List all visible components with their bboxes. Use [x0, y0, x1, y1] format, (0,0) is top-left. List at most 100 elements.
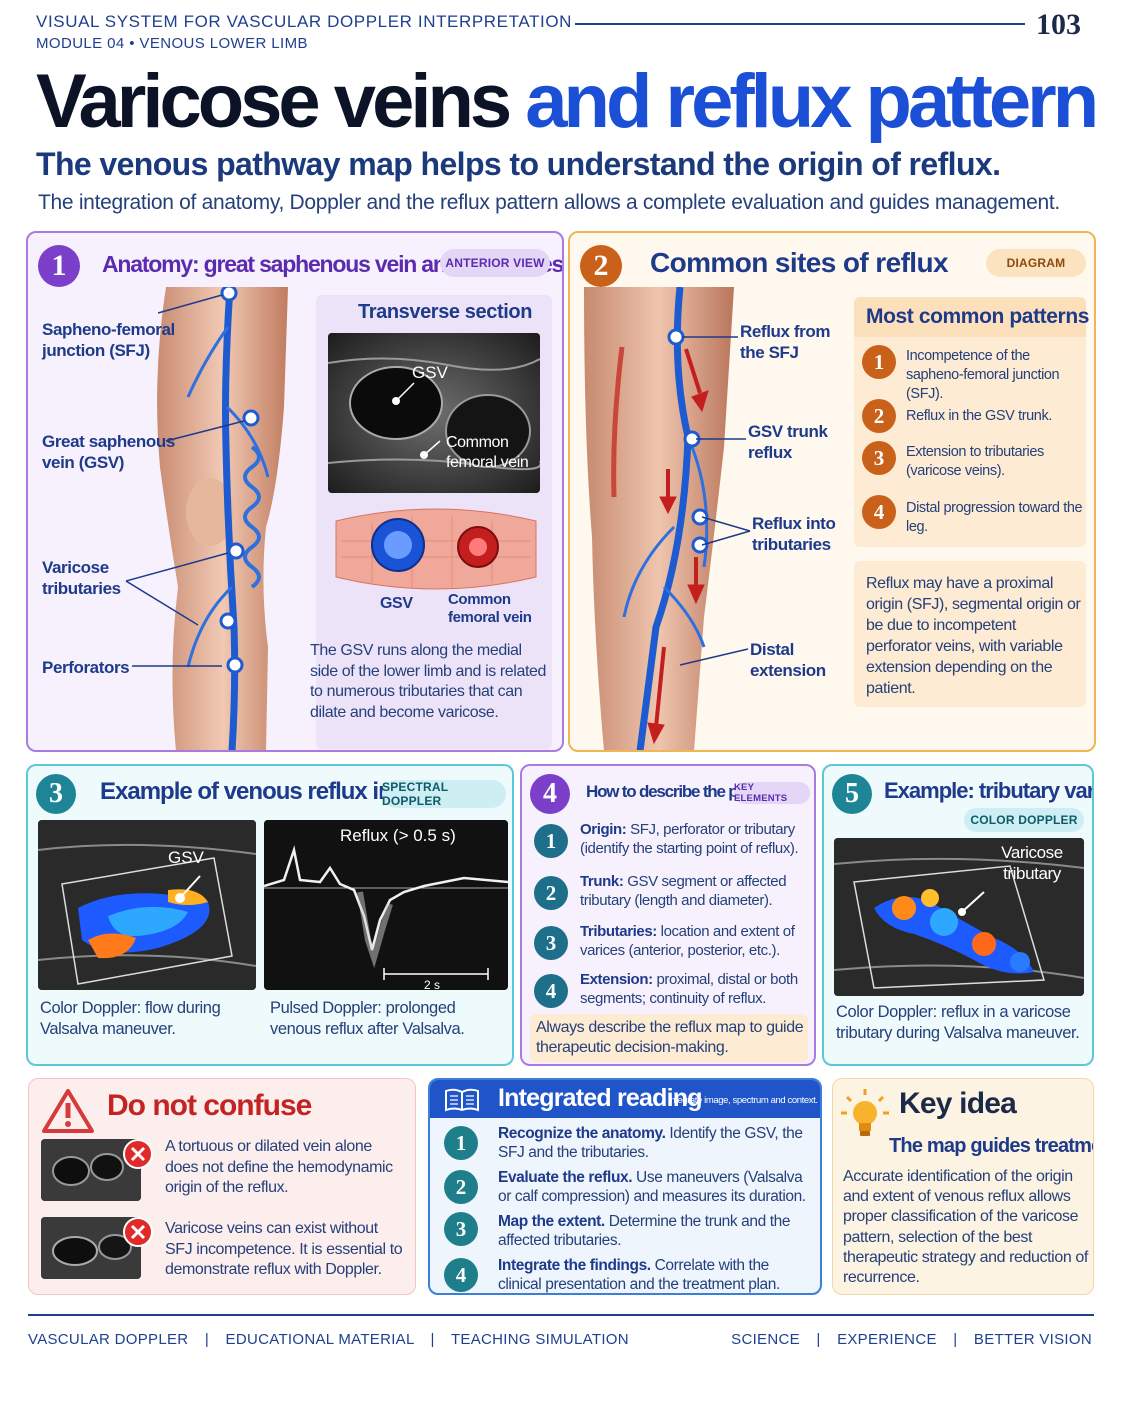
page-intro: The integration of anatomy, Doppler and … — [38, 191, 1060, 214]
element-text: Extension: proximal, distal or both segm… — [580, 971, 798, 1007]
describe-note: Always describe the reflux map to guide … — [536, 1019, 804, 1056]
element-number-badge: 3 — [534, 926, 568, 960]
pattern-text: Incompetence of the sapheno-femoral junc… — [906, 348, 1060, 402]
reflux-leader-lines — [679, 336, 751, 666]
diagram-cfv-label: Common femoral vein — [448, 591, 532, 626]
pattern-number-badge: 3 — [862, 441, 896, 475]
step-text: Map the extent. Determine the trunk and … — [498, 1213, 791, 1249]
step-number-badge: 2 — [444, 1170, 478, 1204]
footer-item: BETTER VISION — [973, 1331, 1092, 1348]
reflux-sites-title: Common sites of reflux — [650, 247, 949, 278]
title-part-1: Varicose veins — [36, 59, 512, 144]
pattern-number-badge: 1 — [862, 345, 896, 379]
pattern-text: Distal progression toward the leg. — [906, 500, 1083, 535]
pattern-text: Reflux in the GSV trunk. — [906, 408, 1052, 424]
integrated-reading-title: Integrated reading — [498, 1084, 703, 1112]
gsv-label: Great saphenous vein (GSV) — [42, 432, 175, 472]
pulsed-doppler-caption: Pulsed Doppler: prolonged venous reflux … — [270, 999, 465, 1038]
reflux-tributaries-label: Reflux into tributaries — [752, 514, 836, 554]
footer-separator: | — [430, 1331, 435, 1348]
reflux-leg-illustration — [584, 287, 734, 750]
anterior-view-tag: ANTERIOR VIEW — [440, 249, 550, 277]
reflux-note-box — [854, 561, 1086, 707]
diagram-gsv-label: GSV — [380, 595, 413, 612]
step-number-badge: 4 — [444, 1258, 478, 1292]
gsv-us-label: GSV — [168, 848, 204, 867]
step-text: Evaluate the reflux. Use maneuvers (Vals… — [498, 1169, 806, 1205]
title-part-2: and reflux pattern — [508, 59, 1099, 144]
integrated-reading-header — [430, 1080, 820, 1118]
anatomy-note: The GSV runs along the medial side of th… — [310, 642, 546, 721]
distal-extension-label: Distal extension — [750, 640, 826, 680]
perforators-label: Perforators — [42, 658, 130, 677]
panel-number-badge: 3 — [36, 774, 76, 814]
panel-number-badge: 1 — [38, 245, 80, 287]
panel-number-badge: 5 — [832, 774, 872, 814]
footer-item: EXPERIENCE — [837, 1331, 937, 1348]
us-cfv-label: Common femoral vein — [446, 434, 529, 471]
describe-pattern-title: How to describe the pattern — [586, 782, 779, 801]
footer-item: EDUCATIONAL MATERIAL — [225, 1331, 415, 1348]
footer-separator: | — [204, 1331, 210, 1348]
time-scale-label: 2 s — [424, 978, 441, 992]
pulsed-doppler-spectrum — [264, 820, 508, 990]
step-text: Recognize the anatomy. Identify the GSV,… — [498, 1125, 803, 1161]
lightbulb-icon — [841, 1089, 889, 1136]
pattern-text: Extension to tributaries (varicose veins… — [906, 444, 1044, 479]
footer-left: VASCULAR DOPPLER | EDUCATIONAL MATERIAL … — [28, 1331, 629, 1348]
footer-item: VASCULAR DOPPLER — [28, 1331, 189, 1348]
reflux-sites-panel: 2 Common sites of reflux DIAGRAM Reflux … — [568, 231, 1096, 752]
patterns-title: Most common patterns — [866, 305, 1090, 328]
key-idea-title: Key idea — [899, 1087, 1017, 1120]
sfj-label: Sapheno-femoral junction (SFJ) — [42, 320, 175, 360]
tributary-varices-panel: 5 Example: tributary varices COLOR DOPPL… — [822, 764, 1094, 1066]
key-idea-text: Accurate identification of the origin an… — [843, 1168, 1088, 1287]
error-x-icon — [123, 1139, 153, 1169]
footer-item: SCIENCE — [731, 1331, 800, 1348]
vessel-cross-section-diagram — [335, 508, 537, 590]
element-number-badge: 4 — [534, 974, 568, 1008]
anatomy-leader-lines — [125, 294, 245, 667]
spectral-doppler-tag: SPECTRAL DOPPLER — [382, 780, 506, 808]
confuse-item-text: A tortuous or dilated vein alone does no… — [165, 1138, 393, 1196]
page-subtitle: The venous pathway map helps to understa… — [36, 146, 1001, 182]
color-doppler-caption: Color Doppler: flow during Valsalva mane… — [40, 999, 221, 1038]
confuse-item-text: Varicose veins can exist without SFJ inc… — [165, 1220, 403, 1278]
warning-icon — [42, 1089, 94, 1133]
transverse-ultrasound-image — [328, 333, 540, 493]
key-idea-panel: Key idea The map guides treatment. Accur… — [832, 1078, 1094, 1295]
panel-number-badge: 2 — [580, 245, 622, 287]
describe-pattern-panel: 4 How to describe the pattern KEY ELEMEN… — [520, 764, 816, 1066]
diagram-tag: DIAGRAM — [986, 249, 1086, 277]
page-number: 103 — [1036, 8, 1081, 41]
panel-number-badge: 4 — [530, 774, 570, 814]
step-number-badge: 1 — [444, 1126, 478, 1160]
us-gsv-label: GSV — [412, 363, 448, 382]
footer-right: SCIENCE | EXPERIENCE | BETTER VISION — [731, 1331, 1092, 1348]
color-doppler-image — [38, 820, 256, 990]
anatomy-panel: 1 Anatomy: great saphenous vein and trib… — [26, 231, 564, 752]
reflux-note: Reflux may have a proximal origin (SFJ),… — [866, 575, 1081, 697]
tributary-varices-title: Example: tributary varices — [884, 778, 1094, 803]
series-title: VISUAL SYSTEM FOR VASCULAR DOPPLER INTER… — [36, 12, 573, 31]
footer-item: TEACHING SIMULATION — [450, 1331, 629, 1348]
integrated-reading-panel: Integrated reading Integrate image, spec… — [428, 1078, 822, 1295]
reflux-sfj-label: Reflux from the SFJ — [740, 322, 831, 362]
footer-rule — [28, 1314, 1094, 1316]
element-text: Origin: SFJ, perforator or tributary (id… — [580, 821, 799, 857]
step-number-badge: 3 — [444, 1212, 478, 1246]
header-rule — [575, 23, 1025, 25]
integrated-reading-subtitle: Integrate image, spectrum and context. — [668, 1095, 818, 1106]
tributary-doppler-image — [834, 838, 1084, 996]
element-number-badge: 1 — [534, 824, 568, 858]
varicose-tributaries-label: Varicose tributaries — [42, 558, 121, 598]
element-text: Trunk: GSV segment or affected tributary… — [580, 873, 787, 909]
leg-anatomy-illustration — [157, 287, 288, 750]
color-doppler-tag: COLOR DOPPLER — [964, 808, 1084, 832]
key-elements-tag: KEY ELEMENTS — [734, 782, 810, 804]
footer-separator: | — [816, 1331, 821, 1348]
page-title: Varicose veins and reflux pattern — [36, 58, 1099, 146]
element-text: Tributaries: location and extent of vari… — [580, 923, 795, 959]
pattern-number-badge: 4 — [862, 495, 896, 529]
describe-note-box — [530, 1014, 808, 1062]
